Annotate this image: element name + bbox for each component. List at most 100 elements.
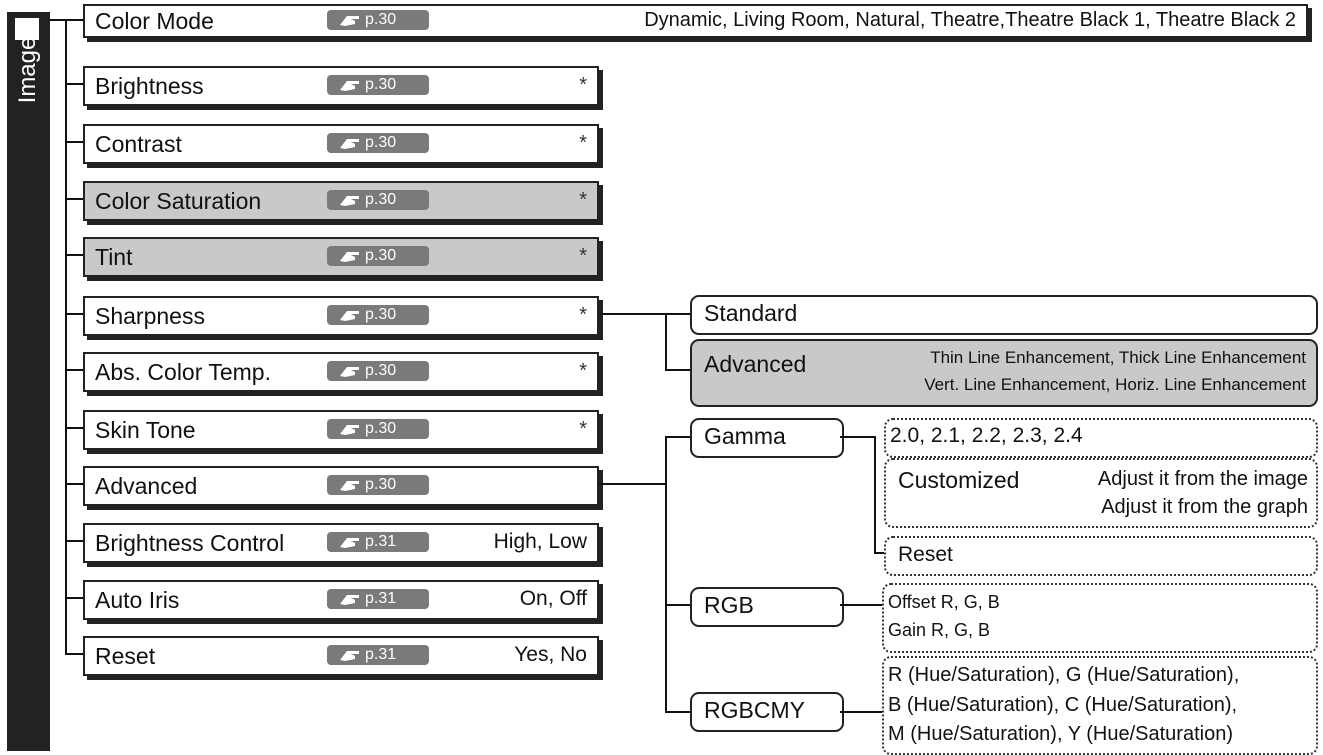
sharpness-sub-vertical — [665, 313, 667, 370]
pointing-hand-icon — [337, 361, 363, 381]
pointing-hand-icon — [337, 532, 363, 552]
adjustable-asterisk: * — [579, 304, 587, 326]
branch-auto-iris — [65, 597, 83, 599]
sharpness-standard-box[interactable]: Standard — [690, 295, 1318, 335]
menu-item-reset[interactable]: Reset p.31 Yes, No — [83, 636, 599, 676]
branch-color-saturation — [65, 198, 83, 200]
menu-item-options: High, Low — [493, 530, 587, 553]
advanced-sub-vertical — [665, 436, 667, 712]
pointing-hand-icon — [337, 246, 363, 266]
page-reference-badge: p.30 — [327, 475, 429, 495]
adjustable-asterisk: * — [579, 360, 587, 382]
standard-label: Standard — [704, 300, 798, 326]
branch-rgbcmy — [665, 711, 690, 713]
menu-item-options: Yes, No — [514, 643, 587, 666]
rgbcmy-label: RGBCMY — [704, 697, 805, 723]
branch-contrast — [65, 141, 83, 143]
branch-advanced — [65, 483, 83, 485]
gamma-box[interactable]: Gamma — [690, 418, 844, 458]
menu-item-label: Skin Tone — [95, 417, 196, 443]
menu-item-color-mode[interactable]: Color Mode p.30 Dynamic, Living Room, Na… — [83, 4, 1308, 38]
menu-item-sharpness[interactable]: Sharpness p.30 * — [83, 296, 599, 336]
menu-item-label: Sharpness — [95, 303, 205, 329]
branch-standard — [665, 313, 690, 315]
menu-item-label: Auto Iris — [95, 587, 180, 613]
gamma-reset-label: Reset — [898, 543, 953, 566]
advanced-label: Advanced — [704, 351, 807, 377]
page-reference-badge: p.31 — [327, 589, 429, 609]
image-section-tab — [7, 12, 50, 751]
branch-brightness-control — [65, 540, 83, 542]
gamma-connector — [840, 436, 875, 438]
rgb-options-box: Offset R, G, B Gain R, G, B — [882, 583, 1318, 653]
rgb-box[interactable]: RGB — [690, 587, 844, 627]
gamma-values-box: 2.0, 2.1, 2.2, 2.3, 2.4 — [884, 418, 1318, 458]
gamma-label: Gamma — [704, 423, 786, 449]
gamma-sub-vertical — [874, 436, 876, 553]
rgbcmy-option-line2: B (Hue/Saturation), C (Hue/Saturation), — [888, 694, 1238, 716]
advanced-options-line1: Thin Line Enhancement, Thick Line Enhanc… — [930, 348, 1306, 367]
menu-item-label: Color Mode — [95, 8, 214, 34]
menu-item-brightness[interactable]: Brightness p.30 * — [83, 66, 599, 106]
rgbcmy-connector — [840, 711, 882, 713]
menu-item-label: Abs. Color Temp. — [95, 359, 271, 385]
gamma-customized-box[interactable]: Customized Adjust it from the image Adju… — [884, 458, 1318, 528]
menu-item-options: Dynamic, Living Room, Natural, Theatre,T… — [644, 9, 1296, 31]
gamma-reset-box[interactable]: Reset — [884, 536, 1318, 576]
menu-item-auto-iris[interactable]: Auto Iris p.31 On, Off — [83, 580, 599, 620]
branch-rgb — [665, 604, 690, 606]
page-reference-badge: p.31 — [327, 532, 429, 552]
customized-label: Customized — [898, 467, 1020, 493]
rgb-option-gain: Gain R, G, B — [888, 620, 991, 640]
page-reference-badge: p.30 — [327, 361, 429, 381]
pointing-hand-icon — [337, 419, 363, 439]
section-label: Image — [14, 36, 41, 104]
rgb-label: RGB — [704, 592, 754, 618]
menu-item-color-saturation[interactable]: Color Saturation p.30 * — [83, 181, 599, 221]
menu-item-contrast[interactable]: Contrast p.30 * — [83, 124, 599, 164]
adjustable-asterisk: * — [579, 418, 587, 440]
adjustable-asterisk: * — [579, 132, 587, 154]
rgbcmy-box[interactable]: RGBCMY — [690, 692, 844, 732]
menu-item-label: Brightness — [95, 73, 204, 99]
customized-option-graph: Adjust it from the graph — [1101, 496, 1308, 518]
customized-option-image: Adjust it from the image — [1097, 468, 1308, 490]
menu-item-label: Contrast — [95, 131, 182, 157]
advanced-connector — [599, 483, 666, 485]
menu-item-skin-tone[interactable]: Skin Tone p.30 * — [83, 410, 599, 450]
pointing-hand-icon — [337, 305, 363, 325]
menu-item-label: Brightness Control — [95, 530, 285, 556]
page-reference-badge: p.30 — [327, 190, 429, 210]
adjustable-asterisk: * — [579, 245, 587, 267]
branch-tint — [65, 254, 83, 256]
menu-item-advanced[interactable]: Advanced p.30 — [83, 466, 599, 506]
page-reference-badge: p.30 — [327, 75, 429, 95]
advanced-options-line2: Vert. Line Enhancement, Horiz. Line Enha… — [924, 375, 1306, 394]
branch-sharpness — [65, 313, 83, 315]
adjustable-asterisk: * — [579, 189, 587, 211]
menu-item-label: Reset — [95, 643, 156, 669]
menu-item-label: Advanced — [95, 473, 198, 499]
page-reference-badge: p.31 — [327, 645, 429, 665]
branch-gamma-reset — [874, 552, 886, 554]
menu-item-brightness-control[interactable]: Brightness Control p.31 High, Low — [83, 523, 599, 563]
menu-item-tint[interactable]: Tint p.30 * — [83, 237, 599, 277]
pointing-hand-icon — [337, 10, 363, 30]
page-reference-badge: p.30 — [327, 305, 429, 325]
rgbcmy-option-line3: M (Hue/Saturation), Y (Hue/Saturation) — [888, 723, 1233, 745]
branch-reset — [65, 653, 83, 655]
sharpness-connector — [599, 313, 666, 315]
pointing-hand-icon — [337, 75, 363, 95]
rgbcmy-options-box: R (Hue/Saturation), G (Hue/Saturation), … — [882, 656, 1318, 755]
menu-item-abs-color-temp[interactable]: Abs. Color Temp. p.30 * — [83, 352, 599, 392]
rgb-connector — [840, 604, 882, 606]
page-reference-badge: p.30 — [327, 10, 429, 30]
menu-item-label: Tint — [95, 244, 133, 270]
branch-abs-color-temp — [65, 369, 83, 371]
section-marker-square — [15, 18, 39, 40]
rgb-option-offset: Offset R, G, B — [888, 592, 1000, 612]
sharpness-advanced-box[interactable]: Advanced Thin Line Enhancement, Thick Li… — [690, 339, 1318, 407]
pointing-hand-icon — [337, 190, 363, 210]
page-reference-badge: p.30 — [327, 419, 429, 439]
trunk-vertical-line — [65, 19, 67, 654]
